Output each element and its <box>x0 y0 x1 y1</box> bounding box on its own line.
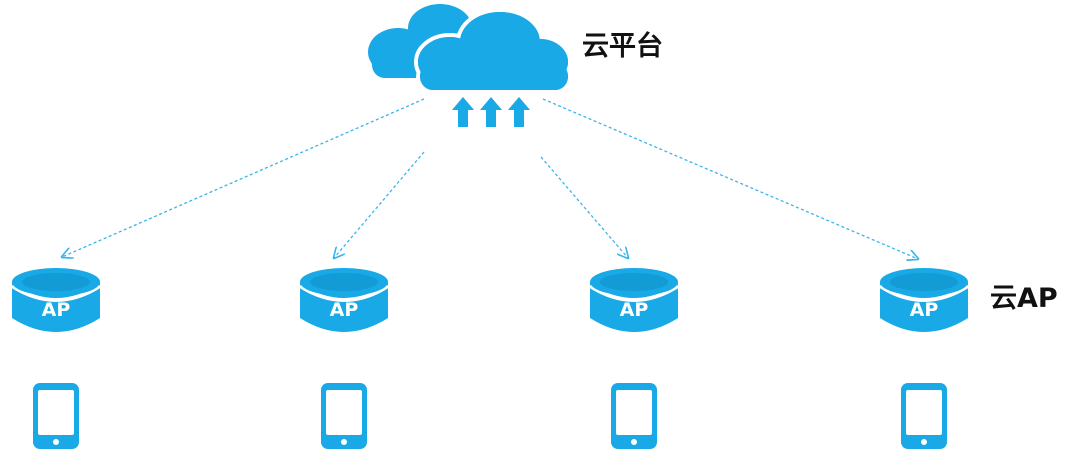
tablet-icon <box>611 383 657 449</box>
tablet-icon <box>901 383 947 449</box>
tablet-icon <box>33 383 79 449</box>
link-to-ap-1 <box>62 98 425 257</box>
ap-device-icon: AP <box>878 268 970 332</box>
ap-text: AP <box>910 299 939 321</box>
cloud-platform-label: 云平台 <box>582 31 663 62</box>
link-to-ap-4 <box>542 98 918 259</box>
ap-text: AP <box>620 299 649 321</box>
cloud-platform-icon <box>368 4 572 127</box>
link-to-ap-2 <box>334 151 425 258</box>
ap-device-icon: AP <box>588 268 680 332</box>
cloud-ap-label: 云AP <box>990 283 1058 314</box>
ap-device-icon: AP <box>10 268 102 332</box>
ap-device-icon: AP <box>298 268 390 332</box>
link-to-ap-3 <box>540 156 628 258</box>
ap-text: AP <box>42 299 71 321</box>
tablet-icon <box>321 383 367 449</box>
ap-text: AP <box>330 299 359 321</box>
